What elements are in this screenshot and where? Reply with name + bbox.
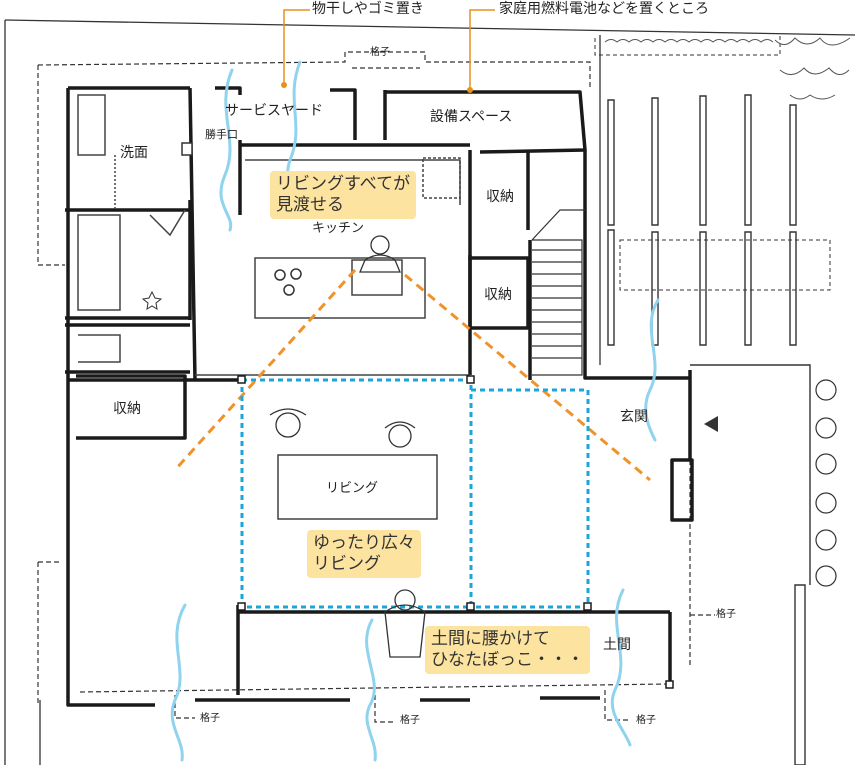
door-marker	[181, 142, 193, 156]
column-posts	[237, 375, 674, 689]
living-zone-frame	[240, 378, 590, 609]
garden-shrubs	[815, 379, 837, 587]
living-table	[277, 454, 438, 520]
lattice-label-bottom-right: 格子	[636, 715, 656, 726]
room-label-storage-2: 収納	[484, 287, 512, 303]
interior-thin-walls	[77, 94, 470, 376]
entrance-arrow-icon	[704, 416, 718, 432]
lattice-label-right: 格子	[716, 609, 736, 620]
site-boundary	[4, 19, 856, 765]
callout-spacious-living: ゆったり広々 リビング	[307, 530, 421, 578]
hedge-shrubs	[604, 37, 851, 100]
callout-spacious-line-2: リビング	[313, 554, 381, 574]
callout-spacious-line-1: ゆったり広々	[313, 533, 415, 553]
annotation-leaders	[283, 9, 495, 90]
annotation-laundry-storage: 物干しやゴミ置き	[312, 1, 424, 17]
star-icon	[141, 290, 163, 310]
room-label-living: リビング	[326, 481, 379, 496]
breeze-lines	[170, 60, 660, 762]
callout-doma-line-2: ひなたぼっこ・・・	[431, 650, 584, 670]
room-label-storage-3: 収納	[113, 401, 141, 417]
hedge-outline	[594, 35, 781, 56]
staircase	[531, 209, 585, 376]
annotation-equipment-note: 家庭用燃料電池などを置くところ	[499, 1, 709, 17]
annotation-leader-dots	[281, 82, 473, 93]
room-label-back-door: 勝手口	[205, 128, 238, 141]
parking-marks	[607, 94, 831, 765]
lattice-label-bottom-left: 格子	[200, 713, 220, 724]
lattice-label-top: 格子	[370, 47, 390, 58]
stove-burners-icon	[274, 268, 302, 296]
room-label-doma: 土間	[603, 637, 631, 653]
room-label-storage-1: 収納	[486, 189, 514, 205]
room-label-equipment-space: 設備スペース	[430, 109, 513, 125]
callout-doma-line-1: 土間に腰かけて	[431, 629, 550, 649]
lattice-label-bottom-mid: 格子	[400, 715, 420, 726]
callout-view-line-1: リビングすべてが	[276, 174, 411, 194]
exterior-walls	[65, 86, 694, 707]
callout-view-line-2: 見渡せる	[276, 195, 344, 215]
room-label-kitchen: キッチン	[312, 221, 365, 236]
person-figures	[269, 235, 426, 658]
callout-view-whole-living: リビングすべてが 見渡せる	[270, 171, 417, 219]
callout-doma-sunbath: 土間に腰かけて ひなたぼっこ・・・	[425, 626, 590, 674]
sightlines	[173, 268, 651, 482]
room-label-entrance: 玄関	[620, 409, 648, 425]
room-label-service-yard: サービスヤード	[225, 103, 323, 119]
room-label-washroom: 洗面	[120, 145, 148, 161]
